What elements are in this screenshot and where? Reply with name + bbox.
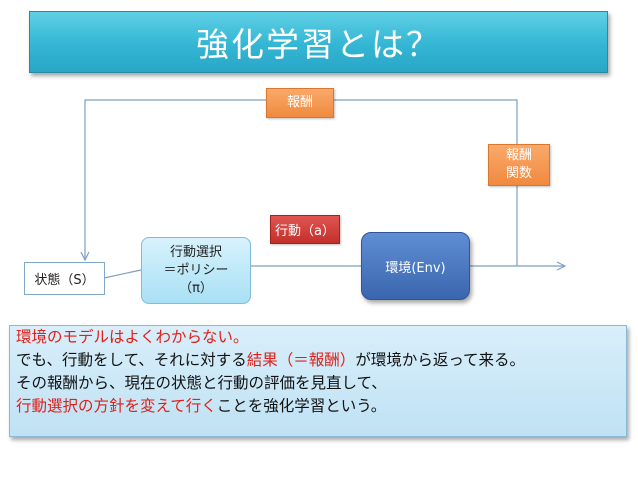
explanation-line1: 環境のモデルはよくわからない。	[16, 328, 249, 346]
action-box: 行動（a）	[270, 215, 340, 244]
policy-line3: （π）	[179, 280, 213, 296]
explanation-line4-highlight: 行動選択の方針を変えて行く	[16, 397, 217, 415]
explanation-line2: でも、行動をして、それに対する結果（＝報酬）が環境から返って来る。	[16, 349, 626, 372]
reward-function-line1: 報酬	[505, 148, 532, 163]
explanation-line2-highlight: 結果（＝報酬）	[246, 351, 356, 369]
environment-label: 環境(Env)	[385, 260, 446, 276]
reward-function-line2: 関数	[505, 166, 532, 181]
explanation-line2-post: が環境から返って来る。	[355, 351, 526, 369]
reward-label: 報酬	[286, 95, 313, 110]
state-to-policy-line	[103, 269, 142, 279]
state-box: 状態（S）	[24, 262, 105, 295]
explanation-panel: 環境のモデルはよくわからない。 でも、行動をして、それに対する結果（＝報酬）が環…	[9, 325, 627, 437]
policy-line2: ＝ポリシー	[163, 262, 229, 278]
policy-line1: 行動選択	[169, 244, 222, 260]
environment-box: 環境(Env)	[361, 232, 470, 300]
policy-box: 行動選択 ＝ポリシー （π）	[141, 237, 251, 304]
reward-function-box: 報酬 関数	[488, 144, 550, 186]
reward-box: 報酬	[266, 88, 334, 118]
explanation-line4-post: ことを強化学習という。	[216, 397, 387, 415]
explanation-line4: 行動選択の方針を変えて行くことを強化学習という。	[16, 395, 626, 418]
state-label: 状態（S）	[34, 273, 95, 288]
action-label: 行動（a）	[275, 224, 335, 239]
explanation-line3: その報酬から、現在の状態と行動の評価を見直して、	[16, 374, 387, 392]
explanation-line2-pre: でも、行動をして、それに対する	[16, 351, 247, 369]
slide-title: 強化学習とは？	[29, 11, 608, 73]
